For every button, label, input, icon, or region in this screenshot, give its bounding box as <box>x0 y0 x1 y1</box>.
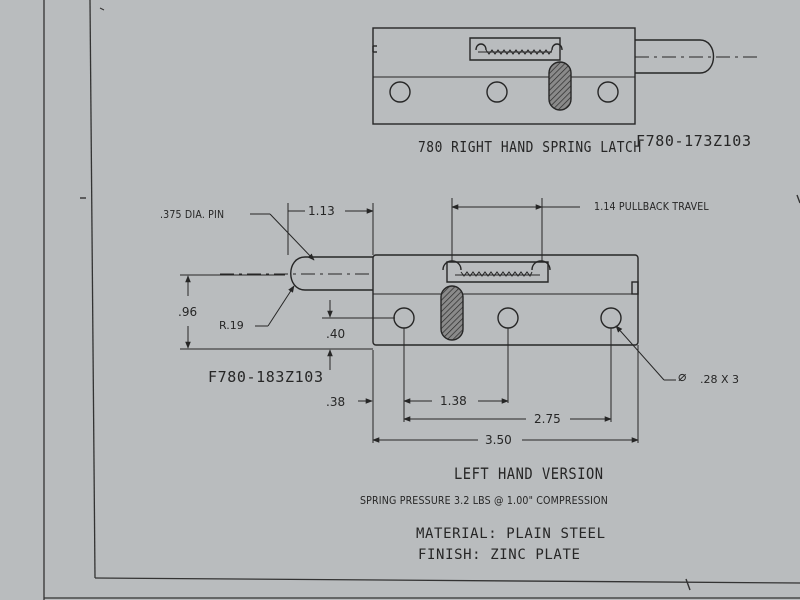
diameter-symbol: ⌀ <box>678 369 687 385</box>
top-part-number: F780-173Z103 <box>636 132 752 150</box>
pin-length-dim: 1.13 <box>308 204 335 218</box>
pin-diameter-callout: .375 DIA. PIN <box>160 208 225 221</box>
spring-pressure-note: SPRING PRESSURE 3.2 LBS @ 1.00" COMPRESS… <box>360 494 608 507</box>
hole-span-dim: 2.75 <box>534 412 561 426</box>
hole-offset-dim: .40 <box>326 327 346 341</box>
hole-pitch-dim: 1.38 <box>440 394 467 408</box>
material-note: MATERIAL: PLAIN STEEL <box>416 526 606 542</box>
dimension-lines <box>180 198 676 443</box>
left-part-number: F780-183Z103 <box>208 368 324 386</box>
pullback-callout: 1.14 PULLBACK TRAVEL <box>594 200 709 213</box>
right-hand-latch-view <box>372 27 760 125</box>
finish-note: FINISH: ZINC PLATE <box>418 547 581 563</box>
left-hand-latch-view <box>220 254 639 346</box>
top-title: 780 RIGHT HAND SPRING LATCH <box>418 138 642 156</box>
edge-offset-dim: .38 <box>326 395 346 409</box>
radius-callout: R.19 <box>219 319 244 332</box>
height-dim: .96 <box>178 305 198 319</box>
bottom-title: LEFT HAND VERSION <box>454 464 604 483</box>
sheet-border <box>43 0 800 600</box>
hole-callout: .28 X 3 <box>700 373 740 386</box>
overall-length-dim: 3.50 <box>485 433 512 447</box>
